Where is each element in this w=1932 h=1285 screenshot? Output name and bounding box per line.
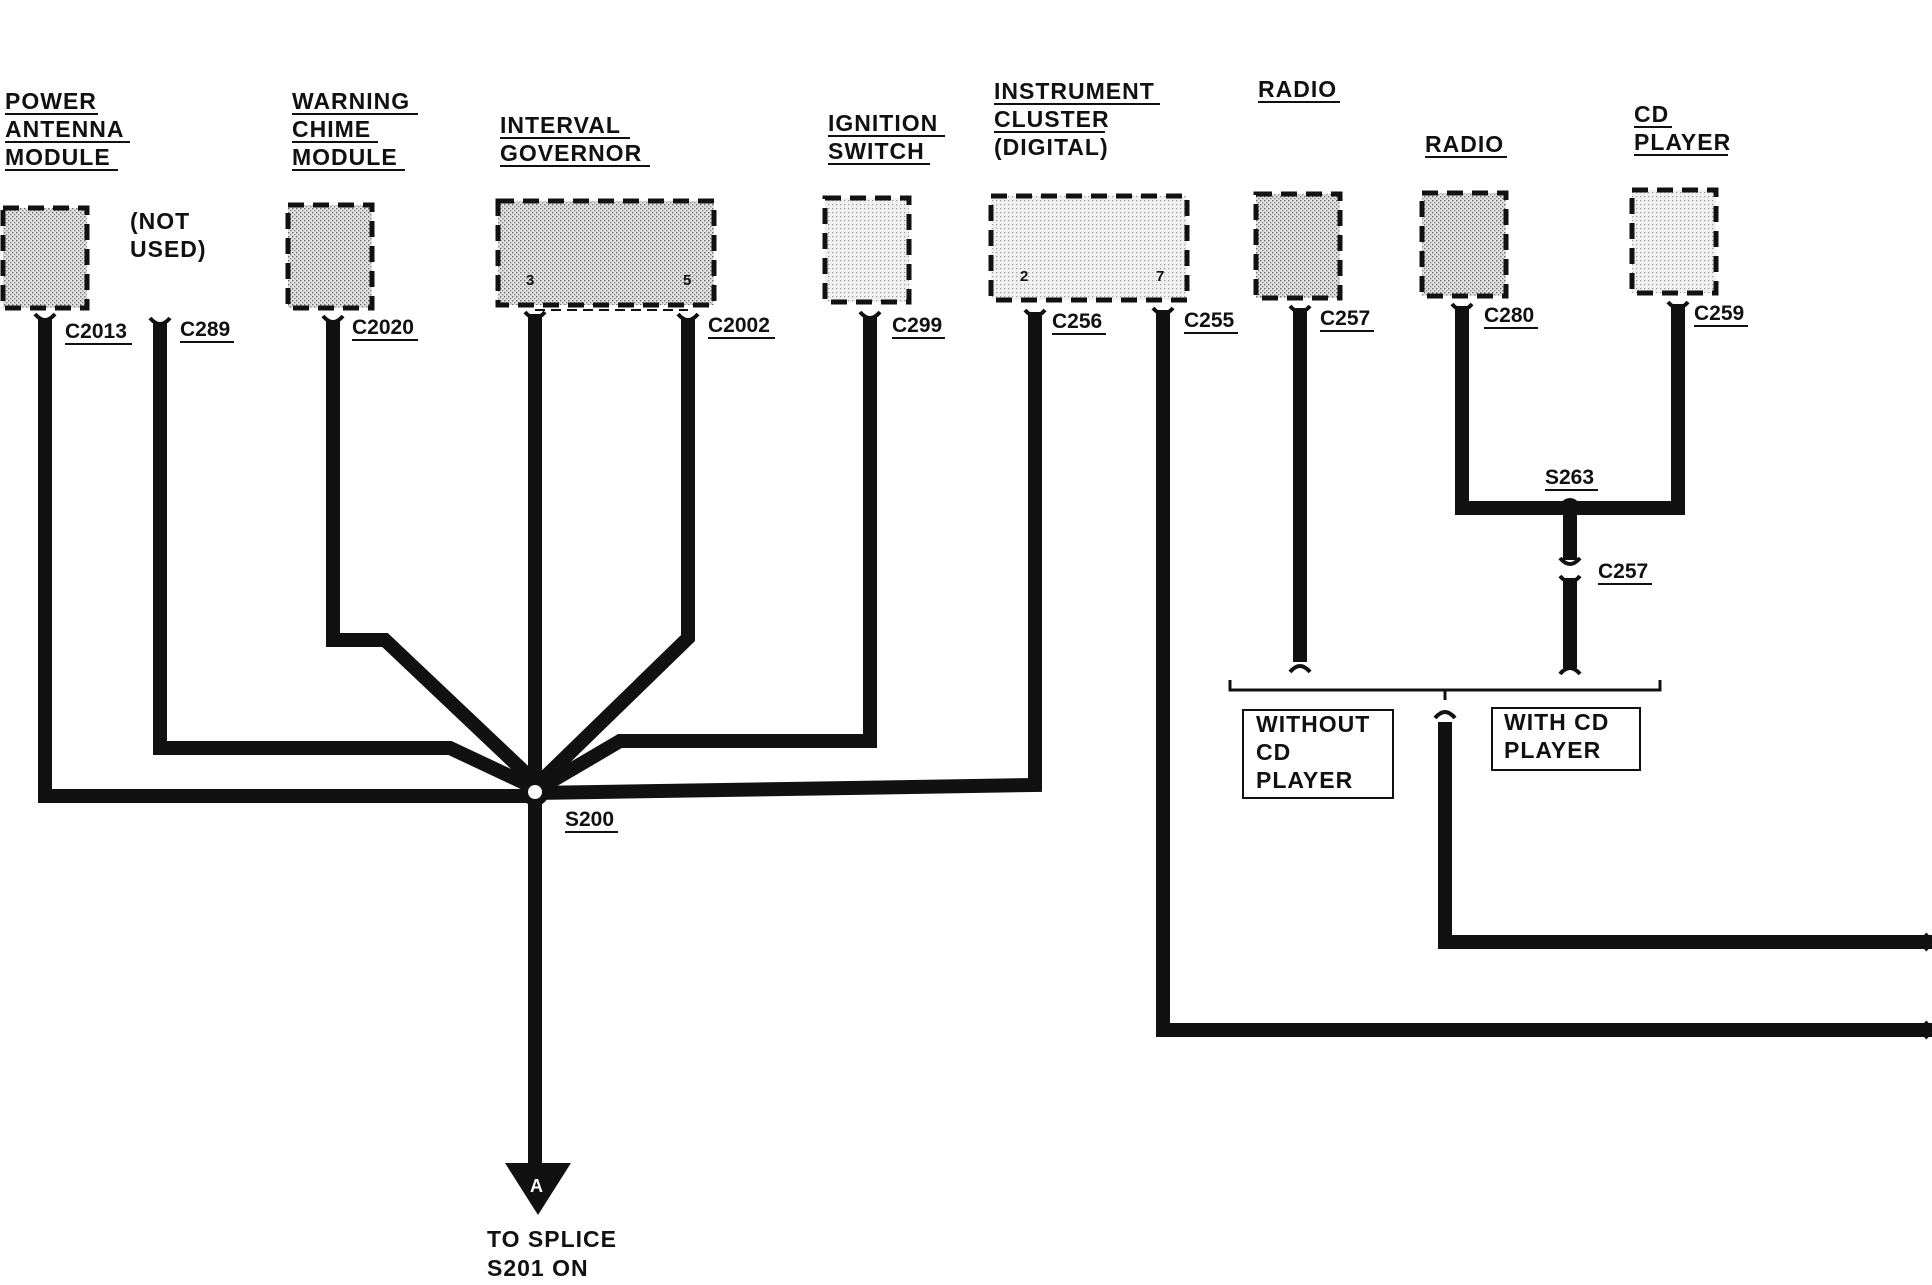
- arrow-caption: TO SPLICE S201 ON: [487, 1226, 617, 1281]
- option-brace: [1228, 680, 1662, 692]
- svg-text:S201 ON: S201 ON: [487, 1255, 589, 1280]
- svg-text:S263: S263: [1545, 466, 1594, 489]
- radio-box-2: [1419, 190, 1509, 299]
- arrow-a: A: [505, 1163, 571, 1215]
- connector-c257-radio: C257: [1320, 307, 1370, 330]
- svg-text:SWITCH: SWITCH: [828, 138, 925, 164]
- svg-text:ANTENNA: ANTENNA: [5, 116, 124, 142]
- connector-c2020: C2020: [352, 316, 414, 339]
- svg-text:A: A: [530, 1176, 543, 1196]
- instrument-cluster-box: [988, 193, 1190, 303]
- power-antenna-module-label: POWER ANTENNA MODULE: [5, 88, 130, 171]
- option-without-cd-player: WITHOUT CD PLAYER: [1242, 709, 1394, 799]
- interval-governor-box: [495, 198, 717, 308]
- svg-text:WITH CD: WITH CD: [1504, 709, 1609, 735]
- svg-text:PLAYER: PLAYER: [1256, 767, 1353, 793]
- svg-text:USED): USED): [130, 236, 207, 262]
- connector-symbols: [33, 300, 1932, 1040]
- connector-c259: C259: [1694, 302, 1744, 325]
- svg-text:RADIO: RADIO: [1258, 76, 1337, 102]
- connector-c280: C280: [1484, 304, 1534, 327]
- radio-label-2: RADIO: [1425, 131, 1507, 158]
- svg-text:(NOT: (NOT: [130, 208, 190, 234]
- svg-text:S200: S200: [565, 808, 614, 831]
- svg-text:TO SPLICE: TO SPLICE: [487, 1226, 617, 1252]
- radio-label-1: RADIO: [1258, 76, 1340, 103]
- connector-c2002: C2002: [708, 314, 770, 337]
- svg-text:IGNITION: IGNITION: [828, 110, 938, 136]
- cluster-pin-left: 2: [1020, 268, 1028, 285]
- ignition-switch-label: IGNITION SWITCH: [828, 110, 945, 165]
- svg-text:GOVERNOR: GOVERNOR: [500, 140, 642, 166]
- ignition-switch-box: [822, 195, 912, 305]
- warning-chime-module-box: [285, 202, 375, 311]
- svg-text:CLUSTER: CLUSTER: [994, 106, 1110, 132]
- interval-governor-label: INTERVAL GOVERNOR: [500, 112, 650, 167]
- warning-chime-module-label: WARNING CHIME MODULE: [292, 88, 418, 171]
- svg-text:CHIME: CHIME: [292, 116, 371, 142]
- cd-player-label: CD PLAYER: [1634, 101, 1731, 156]
- splice-s263: S263: [1545, 466, 1598, 518]
- svg-text:(DIGITAL): (DIGITAL): [994, 134, 1109, 160]
- instrument-cluster-label: INSTRUMENT CLUSTER (DIGITAL): [994, 78, 1160, 160]
- power-antenna-module-box: [0, 205, 90, 311]
- wires: [38, 304, 1932, 1165]
- cd-player-box: [1629, 187, 1719, 296]
- svg-text:INTERVAL: INTERVAL: [500, 112, 621, 138]
- connector-c255: C255: [1184, 309, 1235, 332]
- svg-text:CD: CD: [1634, 101, 1669, 127]
- svg-text:PLAYER: PLAYER: [1634, 129, 1731, 155]
- splice-s200: S200: [521, 778, 618, 833]
- connector-c2013: C2013: [65, 320, 127, 343]
- svg-text:MODULE: MODULE: [5, 144, 111, 170]
- svg-text:WARNING: WARNING: [292, 88, 410, 114]
- connector-c256: C256: [1052, 310, 1102, 333]
- radio-box-1: [1253, 191, 1343, 301]
- svg-text:INSTRUMENT: INSTRUMENT: [994, 78, 1155, 104]
- governor-pin-right: 5: [683, 272, 691, 289]
- connector-c289: C289: [180, 318, 230, 341]
- svg-text:POWER: POWER: [5, 88, 97, 114]
- svg-text:WITHOUT: WITHOUT: [1256, 711, 1370, 737]
- connector-c257-inline: C257: [1598, 560, 1648, 583]
- option-with-cd-player: WITH CD PLAYER: [1491, 707, 1641, 771]
- svg-text:MODULE: MODULE: [292, 144, 398, 170]
- not-used-label: (NOT USED): [130, 208, 207, 262]
- cluster-pin-right: 7: [1156, 268, 1164, 285]
- svg-text:PLAYER: PLAYER: [1504, 737, 1601, 763]
- governor-pin-left: 3: [526, 272, 534, 289]
- svg-text:CD: CD: [1256, 739, 1291, 765]
- svg-text:RADIO: RADIO: [1425, 131, 1504, 157]
- connector-c299: C299: [892, 314, 942, 337]
